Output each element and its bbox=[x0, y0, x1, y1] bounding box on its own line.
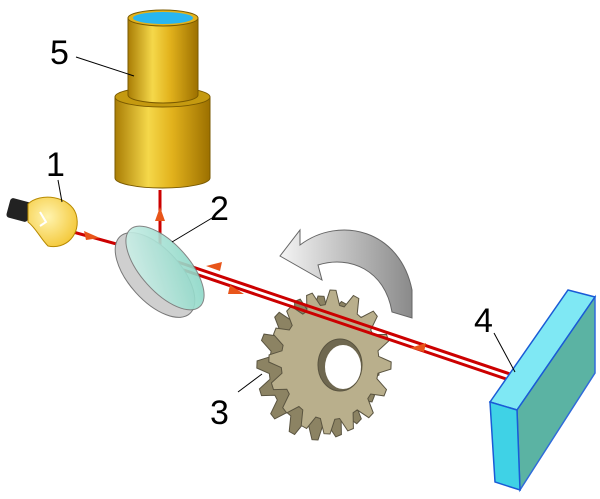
label-light-source: 1 bbox=[46, 146, 65, 184]
leader-line-3 bbox=[237, 373, 263, 393]
leader-line-5 bbox=[75, 56, 135, 77]
beam-direction-arrows bbox=[84, 207, 426, 352]
toothed-wheel bbox=[256, 289, 392, 441]
label-gear: 3 bbox=[210, 394, 229, 432]
label-eyepiece: 5 bbox=[50, 34, 69, 72]
leader-line-2 bbox=[171, 217, 213, 243]
reflecting-mirror bbox=[488, 289, 597, 493]
eyepiece-lens bbox=[133, 12, 193, 24]
label-mirror: 4 bbox=[474, 302, 493, 340]
leader-line-4 bbox=[493, 332, 516, 373]
telescope-eyepiece bbox=[114, 9, 211, 189]
rotation-arrow-icon bbox=[279, 228, 413, 319]
label-semi-mirror: 2 bbox=[210, 190, 229, 228]
semi-transparent-mirror bbox=[114, 225, 205, 318]
leader-line-1 bbox=[57, 179, 63, 203]
light-bulb-icon bbox=[6, 196, 78, 248]
